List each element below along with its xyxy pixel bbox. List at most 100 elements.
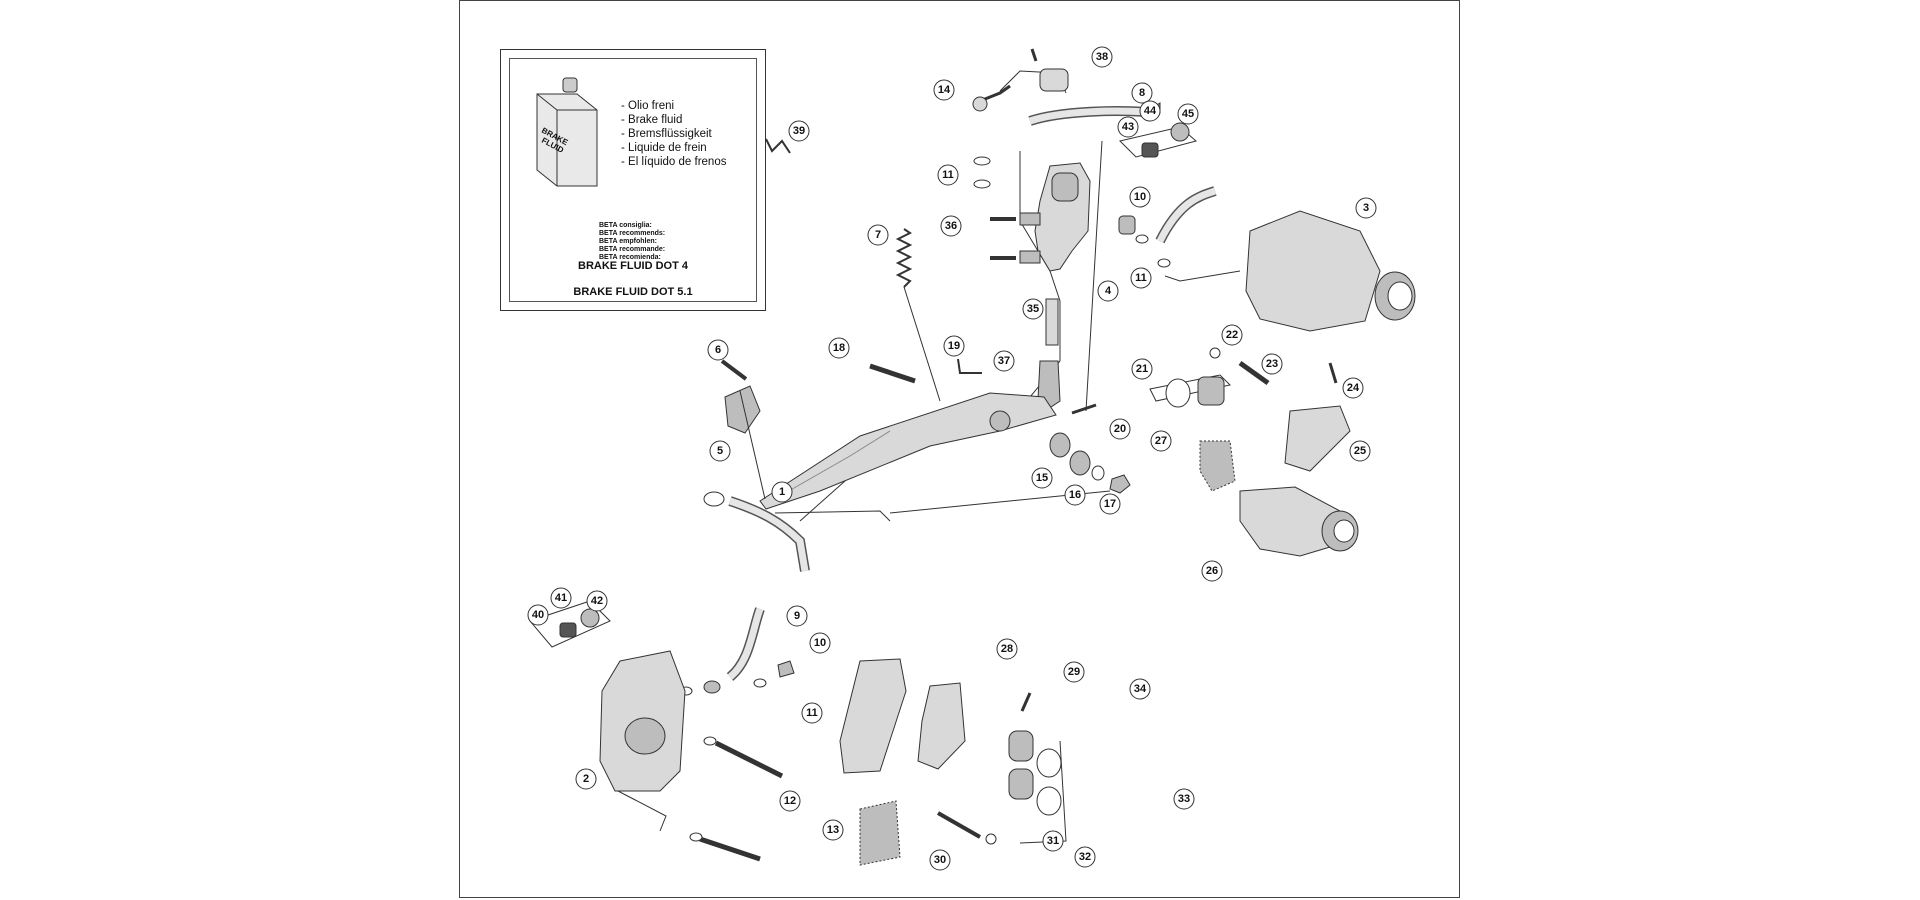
- callout-26: [1201, 560, 1223, 582]
- callout-44-label: 44: [1144, 105, 1157, 117]
- washer-11-right-b: [1157, 258, 1171, 268]
- callout-10-top-label: 10: [1134, 191, 1146, 203]
- callout-7-label: 7: [875, 229, 881, 241]
- fluid-name-es: - El líquido de frenos: [621, 156, 727, 168]
- callout-25-label: 25: [1354, 445, 1366, 457]
- callout-23: [1261, 353, 1283, 375]
- callout-41-label: 41: [555, 592, 567, 604]
- fluid-name-list: - Olio freni - Brake fluid - Bremsflüssi…: [621, 99, 726, 169]
- piston-33a: [1008, 730, 1034, 762]
- callout-21: [1131, 358, 1153, 380]
- callout-40: [527, 604, 549, 626]
- caliper-2-leader: [617, 790, 667, 832]
- callout-14: [933, 79, 955, 101]
- brake-fluid-inner-frame: [509, 58, 757, 302]
- callout-35-label: 35: [1027, 303, 1039, 315]
- push-rod-35: [1045, 298, 1059, 346]
- plug-43: [1141, 142, 1159, 158]
- pin-22: [1209, 347, 1221, 359]
- parts-diagram: 1 2 3 4 5 6 7 8 9 10 10 11 11 11 12 13 1…: [527, 46, 1416, 871]
- beta-recommend-es: BETA recomienda:: [599, 254, 661, 261]
- callout-10-front: [809, 632, 831, 654]
- callout-13: [822, 819, 844, 841]
- brake-fluid-dot4: BRAKE FLUID DOT 4: [578, 260, 688, 272]
- frame-43-45: [1119, 126, 1198, 158]
- bolt-13-b: [699, 836, 761, 862]
- callout-3-label: 3: [1363, 202, 1369, 214]
- beta-recommend-de: BETA empfohlen:: [599, 238, 657, 245]
- callout-2-label: 2: [583, 773, 589, 785]
- callout-42-label: 42: [591, 595, 603, 607]
- brake-fluid-info-box: BRAKE FLUID - Olio freni - Brake fluid -…: [500, 49, 766, 311]
- piston-33b: [1008, 768, 1034, 800]
- callout-45-label: 45: [1182, 108, 1194, 120]
- pin-20: [1071, 403, 1097, 415]
- callout-45: [1177, 103, 1199, 125]
- beta-recommend-list: BETA consiglia: BETA recommends: BETA em…: [599, 222, 665, 262]
- callout-20-label: 20: [1114, 423, 1126, 435]
- callout-14-label: 14: [938, 84, 951, 96]
- callout-39-label: 39: [793, 125, 805, 137]
- bleeder-34: [1020, 692, 1032, 712]
- callout-36: [940, 215, 962, 237]
- callout-43-label: 43: [1122, 121, 1134, 133]
- callout-17-label: 17: [1104, 498, 1116, 510]
- callout-17: [1099, 493, 1121, 515]
- callout-38-label: 38: [1096, 51, 1108, 63]
- pin-32: [985, 833, 997, 845]
- spring-30: [859, 800, 901, 866]
- caliper-leader: [1164, 270, 1241, 282]
- frame-21: [1149, 374, 1232, 402]
- callout-12-label: 12: [784, 795, 796, 807]
- master-cylinder-port: [1051, 172, 1079, 202]
- callout-35: [1022, 298, 1044, 320]
- cap-44-45: [1170, 122, 1190, 142]
- beta-recommend-en: BETA recommends:: [599, 230, 666, 237]
- banjo-bolt-14: [979, 84, 1011, 103]
- fluid-name-en: - Brake fluid: [621, 114, 683, 126]
- ring-33b: [1036, 786, 1062, 816]
- callout-4: [1097, 280, 1119, 302]
- clip-39: [765, 138, 791, 154]
- washer-12-b: [689, 832, 703, 842]
- bleeder-10-top: [1118, 215, 1136, 235]
- rear-caliper-piston-inner: [1387, 281, 1413, 311]
- callout-22: [1221, 324, 1243, 346]
- hose-9-inner: [727, 607, 764, 680]
- bolt-13-a: [714, 740, 784, 779]
- washer-11-top-a: [973, 156, 991, 166]
- bracket-26-hole: [1333, 519, 1355, 543]
- callout-15-label: 15: [1036, 472, 1048, 484]
- callout-18-label: 18: [833, 342, 845, 354]
- callout-33: [1173, 788, 1195, 810]
- washer-11-top-b: [973, 179, 991, 189]
- callout-36-label: 36: [945, 220, 957, 232]
- callout-1-label: 1: [779, 486, 785, 498]
- callout-8: [1131, 82, 1153, 104]
- callout-11-front-label: 11: [806, 707, 818, 719]
- callout-5-label: 5: [717, 445, 723, 457]
- callout-11-top-label: 11: [942, 169, 954, 181]
- callout-9: [786, 605, 808, 627]
- banjo-9-eye: [703, 680, 721, 694]
- callout-11-top: [937, 164, 959, 186]
- callout-4-label: 4: [1105, 285, 1112, 297]
- pedal-tip-leader: [739, 390, 766, 500]
- bearing-15b: [1069, 450, 1091, 476]
- brake-pedal-rib: [779, 430, 891, 497]
- brake-pad-25: [1284, 405, 1351, 472]
- cap-41-42: [580, 608, 600, 628]
- callout-24: [1342, 377, 1364, 399]
- callout-27-label: 27: [1155, 435, 1167, 447]
- callout-15: [1031, 467, 1053, 489]
- callout-39: [788, 120, 810, 142]
- callout-3: [1355, 197, 1377, 219]
- callout-13-label: 13: [827, 824, 839, 836]
- hose-rear-top-inner: [1156, 187, 1217, 243]
- rear-caliper-3: [1245, 210, 1381, 332]
- callout-8-label: 8: [1139, 87, 1145, 99]
- callout-37-label: 37: [998, 355, 1010, 367]
- callout-12: [779, 790, 801, 812]
- callout-32: [1074, 846, 1096, 868]
- spring-27: [1199, 440, 1236, 492]
